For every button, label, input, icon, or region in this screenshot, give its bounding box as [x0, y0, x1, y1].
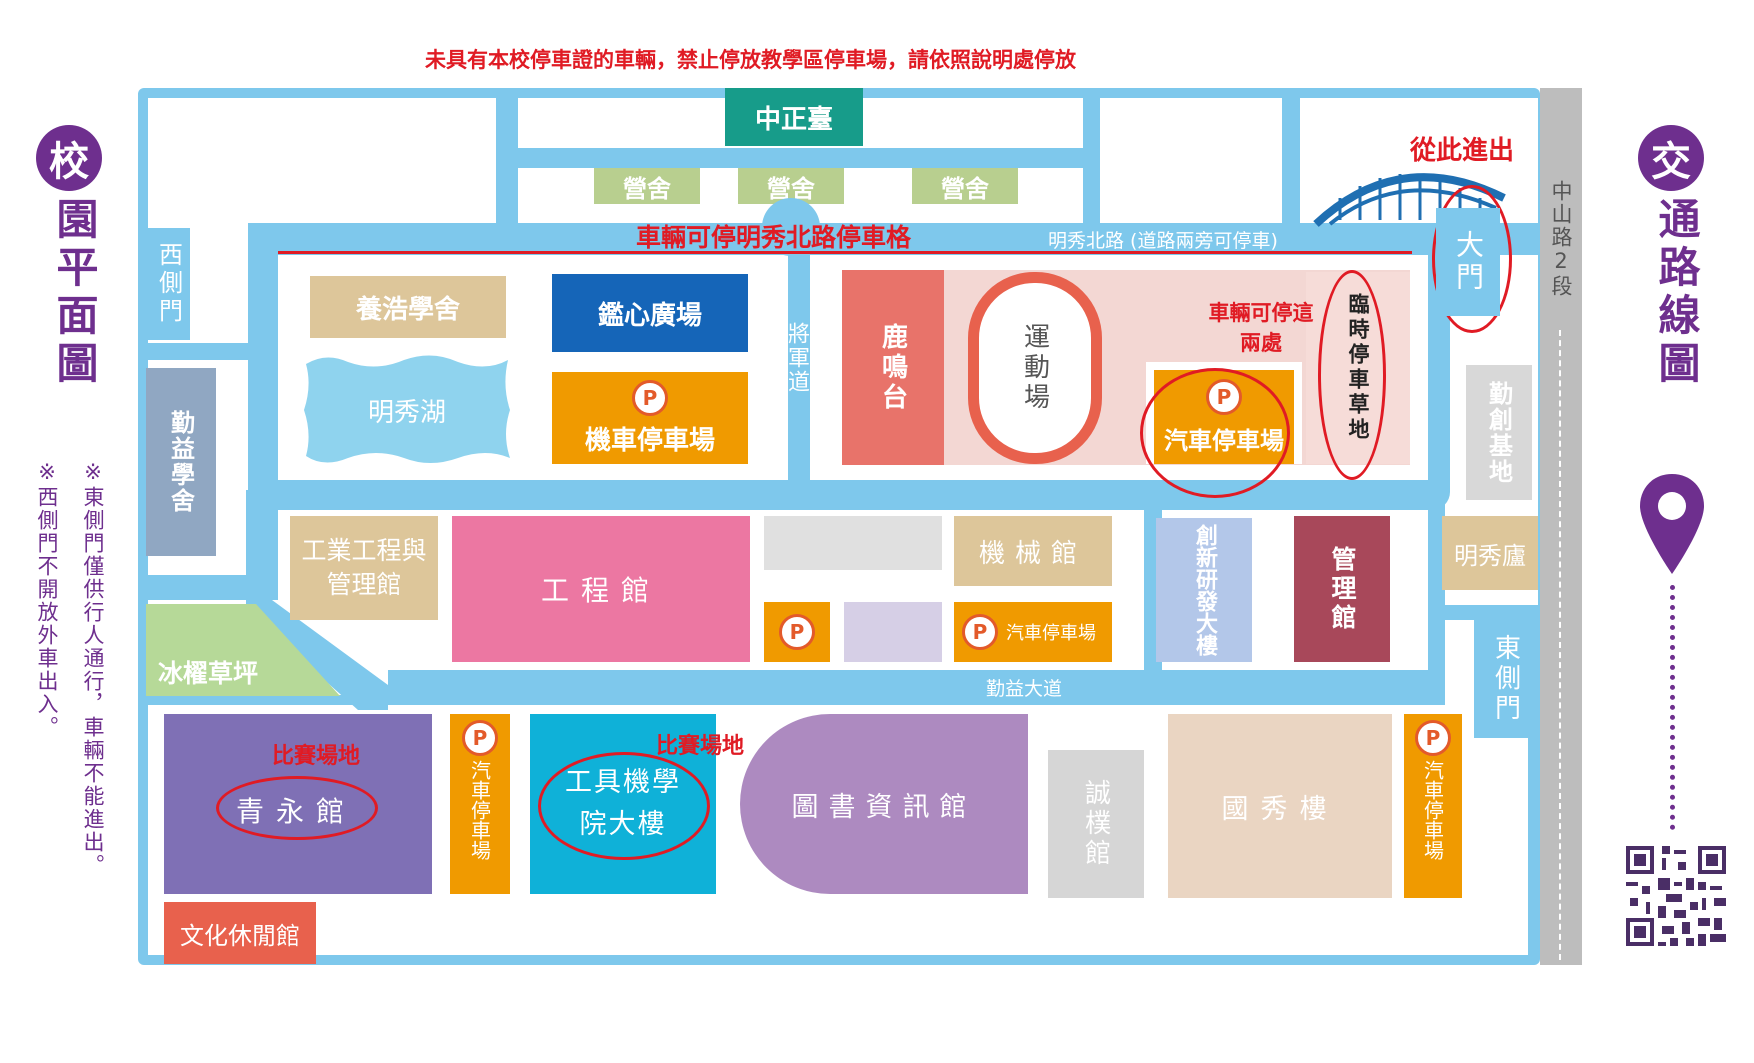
- main-gate[interactable]: 大門: [1436, 208, 1500, 316]
- roundabout: [762, 198, 820, 256]
- zhongzheng-building: 中正臺: [725, 88, 863, 146]
- barracks-3: 營舍: [912, 168, 1018, 204]
- mingxiu-north-road-label: 明秀北路 (道路兩旁可停車): [1048, 230, 1278, 252]
- mechanical-building: 機械館: [954, 516, 1112, 586]
- luming-stage: 鹿鳴台: [842, 270, 944, 465]
- sw-diagonal-road: [246, 490, 388, 710]
- motorcycle-parking-label: 機車停車場: [584, 425, 715, 456]
- parking-icon: P: [462, 720, 498, 756]
- library-building: 圖書資訊館: [740, 714, 1028, 894]
- chengpu-building: 誠樸館: [1048, 750, 1144, 898]
- park-two-places-text: 車輛可停這兩處: [1208, 301, 1314, 355]
- lavender-block: [844, 602, 942, 662]
- qingyong-highlight: [216, 776, 378, 840]
- tool-machine-highlight: [538, 752, 710, 860]
- map-bg-nw: [148, 98, 496, 223]
- engineering-building: 工程館: [452, 516, 750, 662]
- map-bg-n3: [1100, 98, 1282, 223]
- mingxiu-lu-building: 明秀廬: [1442, 516, 1538, 590]
- parking-icon: P: [632, 379, 668, 416]
- zhongshan-road-dash: [1559, 330, 1561, 960]
- map-bg-e2: [1445, 620, 1475, 710]
- venue1-car-parking: P 汽車停車場: [450, 714, 510, 894]
- transport-route-title: 交 通路線圖: [1638, 125, 1708, 425]
- management-building: 管理館: [1294, 516, 1390, 662]
- ice-lawn-shape: [146, 604, 340, 696]
- qinchuang-base: 勤創基地: [1466, 365, 1532, 500]
- motorcycle-parking: P 機車停車場: [552, 372, 748, 464]
- main-gate-highlight: [1432, 185, 1512, 333]
- industrial-engineering-building: 工業工程與管理館: [290, 516, 438, 620]
- mingxiu-parking-line: [278, 251, 1412, 254]
- venue2-car-parking-label: 汽車停車場: [1420, 760, 1445, 860]
- west-gate-note: ※西側門不開放外車出入。: [35, 460, 59, 739]
- small-car-parking: P 汽車停車場: [954, 602, 1112, 662]
- mingxiu-lake: [304, 355, 510, 463]
- barracks-1: 營舍: [594, 168, 700, 204]
- venue2-car-parking: P 汽車停車場: [1404, 714, 1462, 898]
- qinyi-dorm: 勤益學舍: [146, 368, 216, 556]
- small-parking-1: P: [764, 602, 830, 662]
- main-parking-highlight: [1140, 368, 1290, 498]
- campus-map-title: 校 園平面圖: [36, 125, 106, 425]
- culture-leisure-building: 文化休閒館: [164, 902, 316, 964]
- mingxiu-lake-label: 明秀湖: [367, 397, 446, 428]
- parking-notice: 未具有本校停車證的車輛，禁止停放教學區停車場，請依照說明處停放: [425, 48, 1076, 72]
- qinyi-avenue-label: 勤益大道: [986, 678, 1063, 700]
- east-side-gate[interactable]: 東側門: [1474, 620, 1538, 738]
- campus-title-text: 園平面圖: [50, 197, 99, 389]
- west-side-gate[interactable]: 西側門: [148, 228, 190, 340]
- venue-2-annotation: 比賽場地: [656, 734, 745, 759]
- jianxin-plaza: 鑑心廣場: [552, 274, 748, 352]
- location-pin-icon: [1640, 474, 1704, 574]
- park-north-road-annotation: 車輛可停明秀北路停車格: [636, 223, 912, 252]
- sports-field: 運動場: [968, 272, 1102, 464]
- parking-icon: P: [962, 614, 998, 650]
- parking-icon: P: [779, 614, 815, 650]
- venue-1-annotation: 比賽場地: [272, 744, 361, 769]
- guoxiu-building: 國秀樓: [1168, 714, 1392, 898]
- yanghao-dorm: 養浩學舍: [310, 276, 506, 338]
- jiangjun-road-label: 將軍道: [784, 322, 809, 394]
- small-car-parking-label: 汽車停車場: [1006, 623, 1096, 644]
- transport-title-badge: 交: [1638, 125, 1704, 191]
- enter-exit-annotation: 從此進出: [1410, 136, 1515, 166]
- venue1-car-parking-label: 汽車停車場: [467, 760, 492, 860]
- zhongshan-road: [1540, 88, 1582, 965]
- park-two-places-annotation: 車輛可停這兩處: [1206, 298, 1316, 358]
- east-gate-note: ※東側門僅供行人通行，車輛不能進出。: [81, 460, 105, 877]
- campus-title-badge: 校: [36, 125, 102, 191]
- qr-code-icon[interactable]: [1622, 842, 1730, 950]
- temp-parking-highlight: [1318, 270, 1386, 480]
- ice-lawn-label: 冰櫂草坪: [158, 659, 259, 688]
- parking-icon: P: [1415, 720, 1451, 756]
- gray-block: [764, 516, 942, 570]
- zhongshan-road-label: 中山路2段: [1549, 180, 1573, 298]
- innovation-building: 創新研發大樓: [1156, 518, 1252, 662]
- route-dotted-line: [1670, 585, 1675, 830]
- campus-ring-road: [250, 225, 1450, 510]
- transport-title-text: 通路線圖: [1652, 197, 1701, 389]
